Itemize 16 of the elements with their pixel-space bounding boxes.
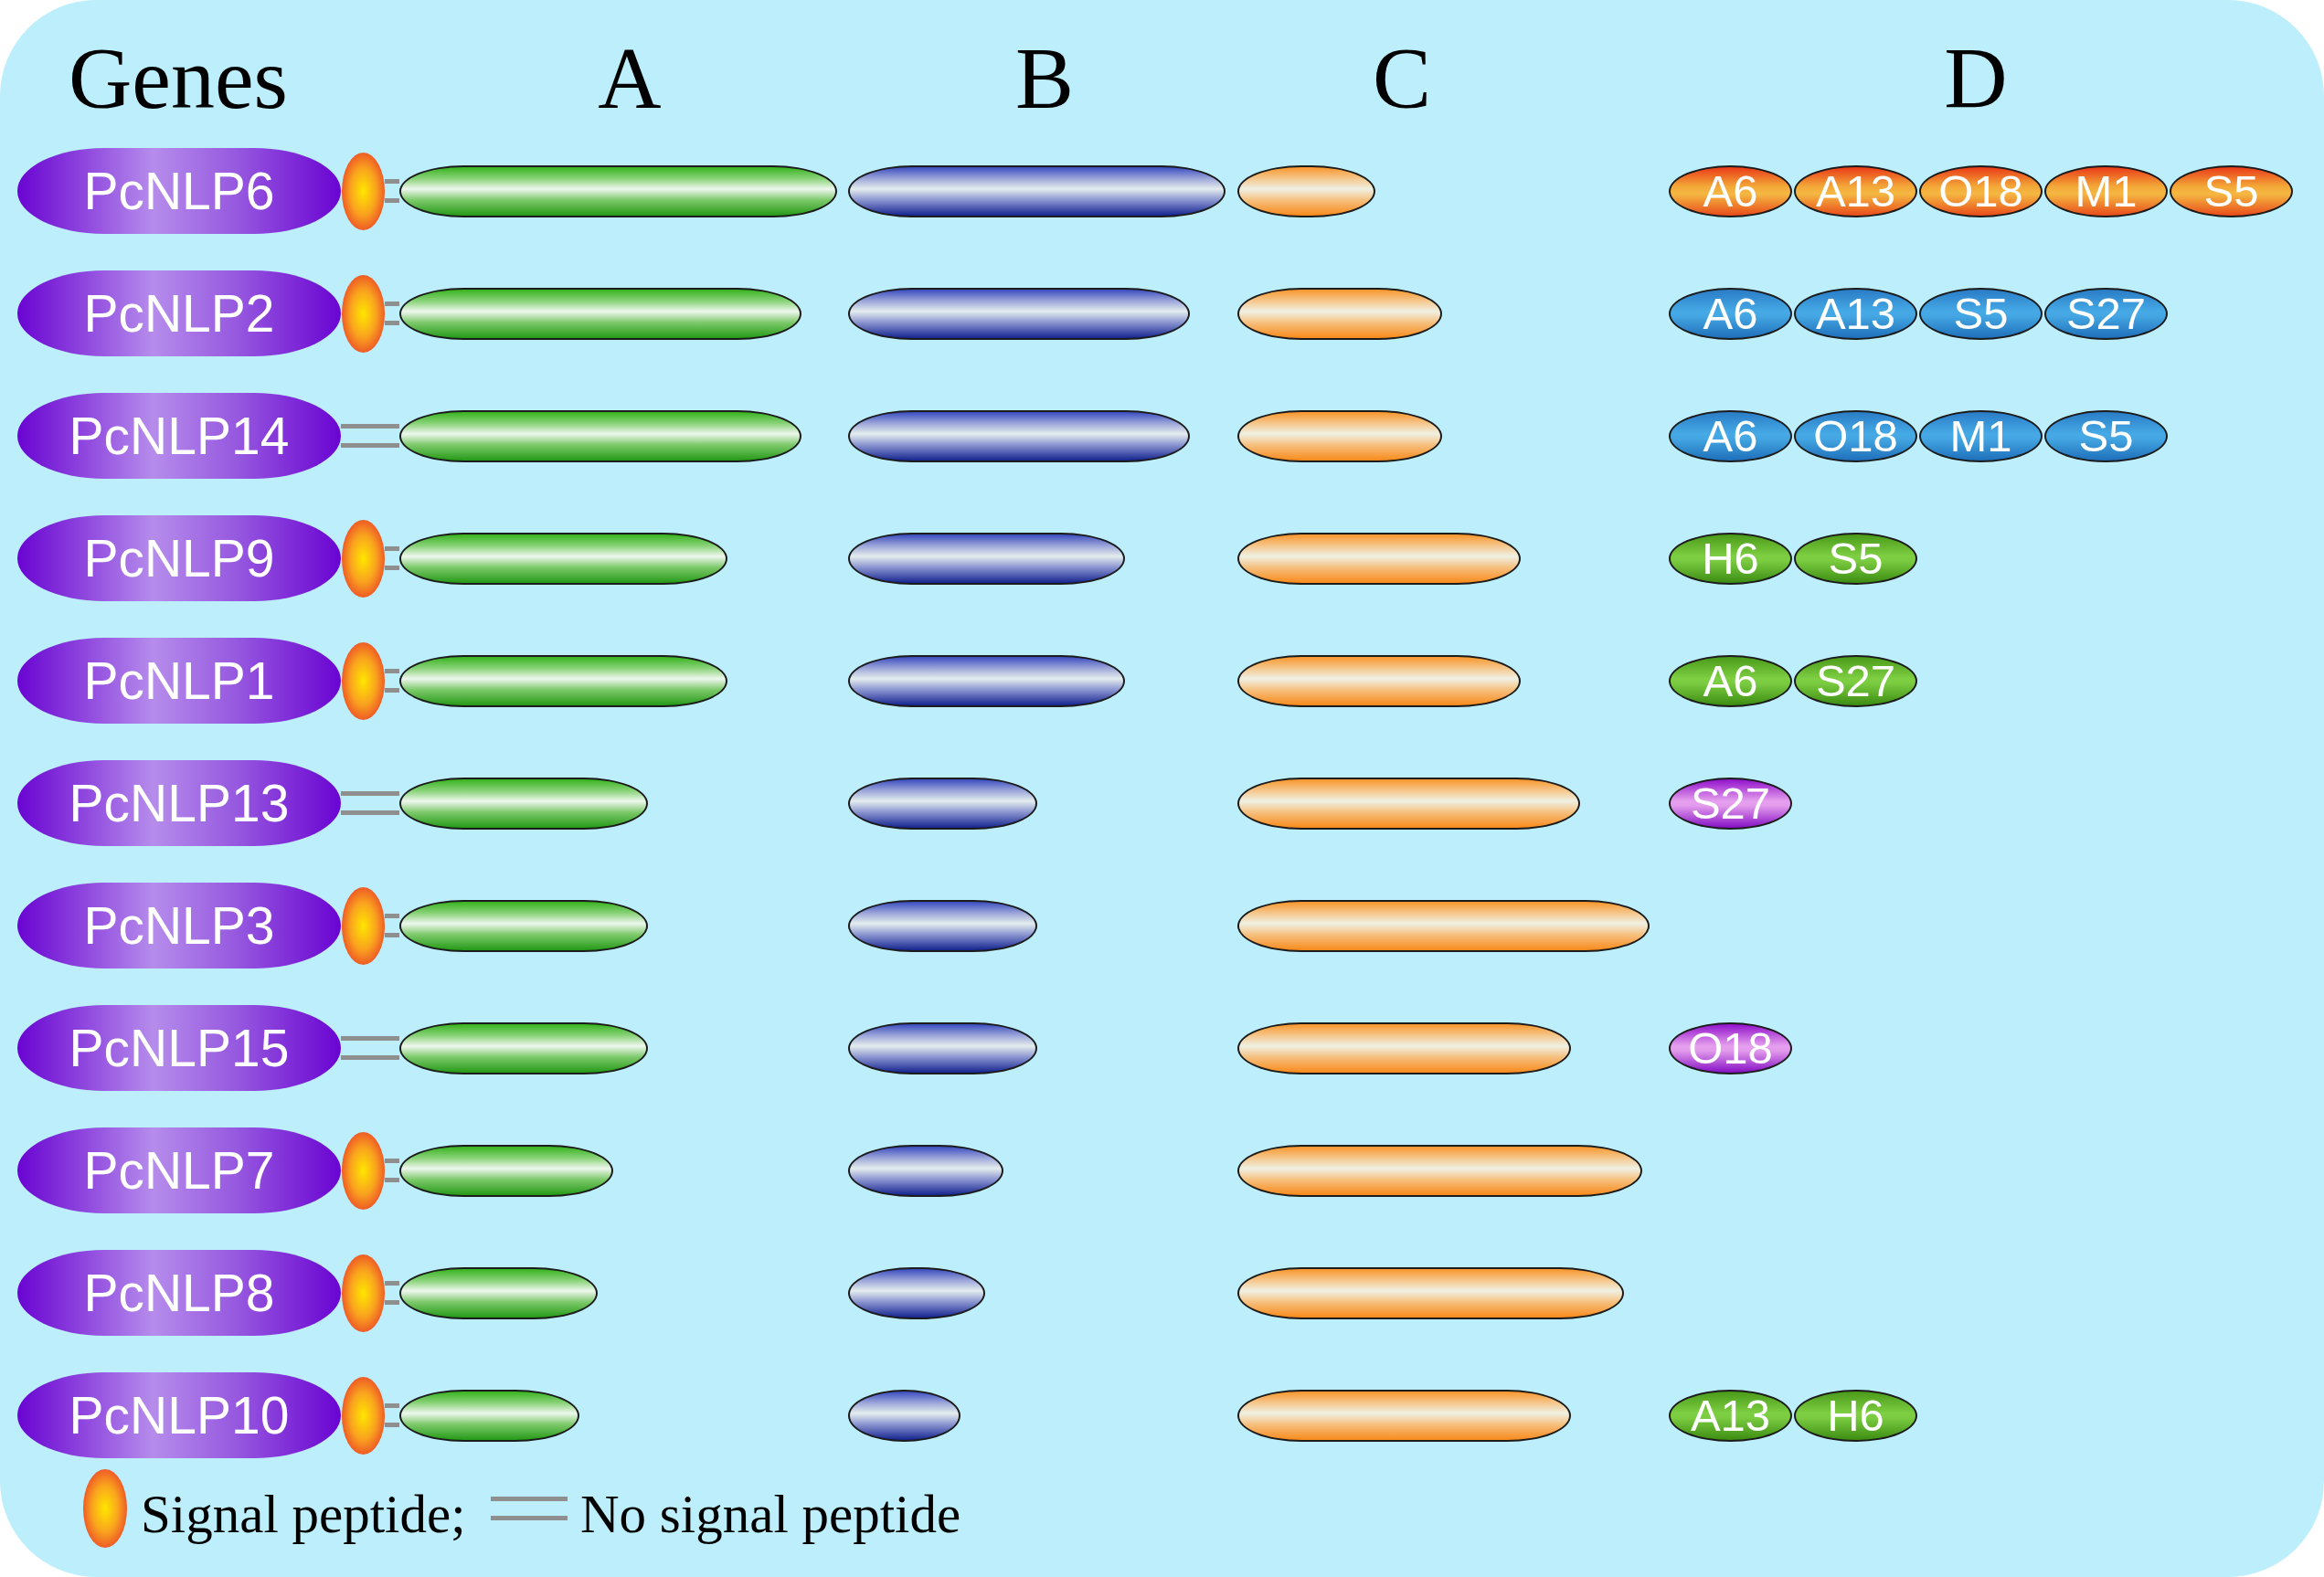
- double-line-connector: [382, 1281, 402, 1305]
- column-heading: A: [598, 35, 662, 122]
- double-line-connector: [382, 179, 402, 203]
- double-line-connector: [338, 424, 402, 448]
- double-line-connector: [382, 1403, 402, 1427]
- double-line-connector: [382, 1159, 402, 1182]
- double-line-connector: [382, 302, 402, 325]
- double-line-connector: [382, 669, 402, 693]
- double-line-connector: [382, 914, 402, 937]
- column-heading: Genes: [69, 35, 288, 122]
- column-heading: D: [1944, 35, 2008, 122]
- column-heading: C: [1373, 35, 1431, 122]
- double-line-connector: [382, 546, 402, 570]
- double-line-connector: [338, 1036, 402, 1060]
- double-line-connector: [338, 791, 402, 815]
- column-heading: B: [1015, 35, 1074, 122]
